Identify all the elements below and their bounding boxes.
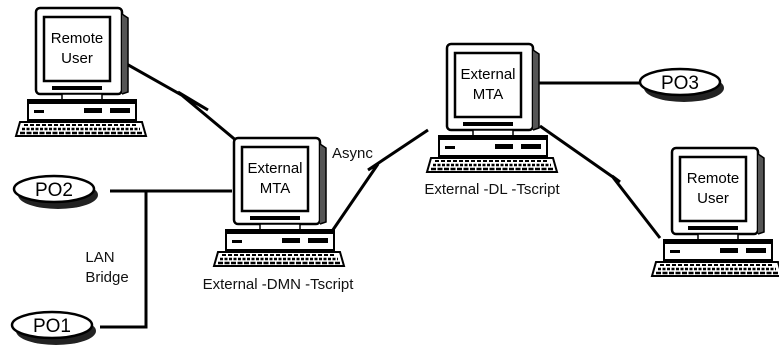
computer-remote-user-left[interactable]: Remote User — [14, 6, 148, 138]
screen-label-line2: MTA — [473, 86, 504, 103]
computer-external-mta-dl[interactable]: External MTA — [425, 42, 559, 174]
post-office-po3[interactable]: PO3 — [638, 67, 726, 104]
bridge-label: Bridge — [85, 269, 128, 286]
po2-label: PO2 — [35, 180, 73, 201]
screen-label-line2: MTA — [260, 180, 291, 197]
screen-label-line1: Remote — [687, 170, 740, 187]
post-office-po1[interactable]: PO1 — [10, 310, 98, 347]
screen-label-line2: User — [61, 50, 93, 67]
link-async — [324, 128, 429, 241]
computer-remote-user-right[interactable]: Remote User — [650, 146, 779, 278]
post-office-po2[interactable]: PO2 — [12, 174, 100, 211]
link-dl-to-remote-user — [539, 124, 662, 239]
dmn-caption: External -DMN -Tscript — [203, 276, 355, 293]
screen-label-line1: External — [247, 160, 302, 177]
async-label: Async — [332, 145, 373, 162]
lan-label: LAN — [85, 249, 114, 266]
screen-label-line1: Remote — [51, 30, 104, 47]
computer-external-mta-dmn[interactable]: External MTA — [212, 136, 346, 268]
screen-label-line1: External — [460, 66, 515, 83]
po1-label: PO1 — [33, 316, 71, 337]
connection-lines — [100, 60, 662, 329]
po3-label: PO3 — [661, 73, 699, 94]
dl-caption: External -DL -Tscript — [424, 181, 560, 198]
link-lan-bridge — [100, 191, 148, 329]
link-remote-user-to-dmn-mta — [122, 60, 239, 144]
screen-label-line2: User — [697, 190, 729, 207]
